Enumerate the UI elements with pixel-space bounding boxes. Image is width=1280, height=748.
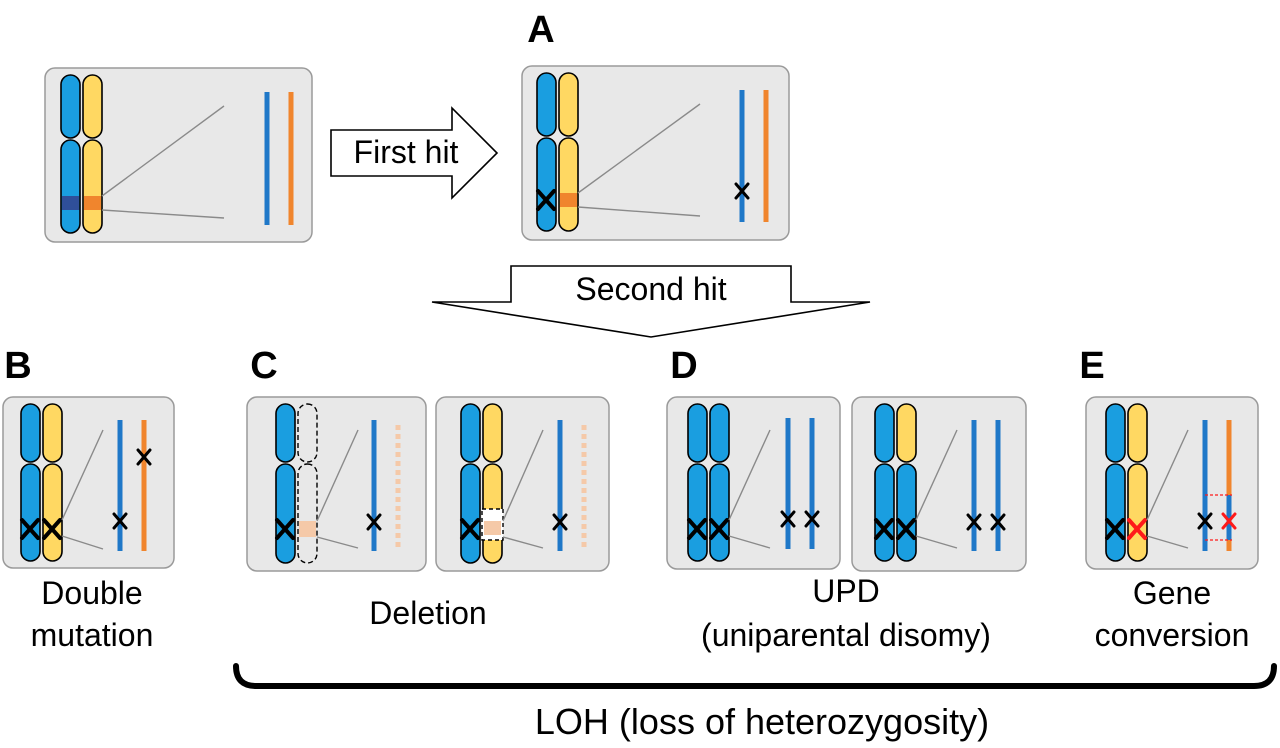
zoom-line-lower [101,209,225,219]
maternal-locus [62,196,79,210]
panel-letter-a: A [527,9,554,51]
zoom-line-lower [577,206,701,217]
zoom-line-lower [316,536,359,549]
zoom-line-upper [316,429,359,522]
mutation-mark [966,513,982,531]
converted-mutation-mark [1221,512,1237,530]
first-hit-cell-panel [521,65,790,241]
zoom-line-upper [502,429,544,522]
caption-double-mutation-line1: Double [41,575,142,611]
deletion-panel-whole-chromosome [246,396,427,572]
zoom-line-upper [61,429,104,521]
first-hit-arrow: First hit [330,106,499,200]
maternal-chromosome [60,74,81,234]
panel-letter-e: E [1079,345,1104,387]
second-hit-arrow: Second hit [431,265,871,338]
deleted-paternal-chromosome [297,403,318,564]
mutation-mark [687,518,707,540]
maternal-chromosome [460,403,481,564]
caption-upd-line2: (uniparental disomy) [701,617,991,653]
first-hit-label: First hit [354,134,459,170]
gene-conversion-panel [1085,396,1259,570]
mutation-mark [804,510,820,528]
zoom-line-lower [915,535,958,549]
mutation-mark [734,182,750,200]
paternal-chromosome [481,403,504,564]
zoom-line-upper [101,105,225,197]
zoom-line-lower [61,535,104,550]
loh-brace [233,663,1277,689]
caption-gene-conversion-line2: conversion [1095,617,1250,653]
deletion-panel-interstitial [435,396,610,572]
mutation-mark [42,518,62,540]
mutation-mark [275,518,295,540]
caption-upd-line1: UPD [812,573,880,609]
maternal-chromosome [275,403,296,564]
mutation-mark [709,518,729,540]
mutation-mark [896,518,916,540]
panel-letter-b: B [4,345,31,387]
loh-label: LOH (loss of heterozygosity) [535,701,989,742]
converted-mutation-mark [1127,518,1147,540]
caption-double-mutation-line2: mutation [31,617,154,653]
upd-panel-isodisomy [666,396,841,570]
mutation-mark [536,189,556,211]
zoom-line-upper [577,103,701,194]
mutation-mark [366,513,382,531]
second-hit-label: Second hit [575,271,726,307]
caption-gene-conversion-line1: Gene [1133,575,1211,611]
zoom-line-lower [1146,535,1189,549]
paternal-chromosome [558,72,579,232]
zoom-line-upper [915,429,958,521]
caption-deletion: Deletion [369,595,486,631]
deleted-locus [299,521,316,537]
mutation-mark [1105,518,1125,540]
mutation-mark [780,510,796,528]
mutation-mark [1197,512,1213,530]
zoom-line-upper [1146,429,1189,521]
paternal-chromosome [82,74,103,234]
paternal-locus [560,193,577,207]
paternal-locus [84,196,101,210]
upd-panel-segmental [851,396,1027,572]
mutation-mark [460,518,480,540]
panel-letter-d: D [670,345,697,387]
panel-letter-c: C [250,345,277,387]
mutation-mark [112,512,128,530]
mutation-mark [20,518,40,540]
zoom-line-lower [502,536,544,549]
mutation-mark [990,513,1006,531]
zoom-line-upper [728,429,771,521]
zoom-line-lower [728,535,771,549]
mutation-mark [874,518,894,540]
double-mutation-panel [2,396,175,569]
mutation-mark [136,448,152,466]
normal-cell-panel [44,67,313,243]
deleted-locus [484,521,501,535]
mutation-mark [552,513,568,531]
